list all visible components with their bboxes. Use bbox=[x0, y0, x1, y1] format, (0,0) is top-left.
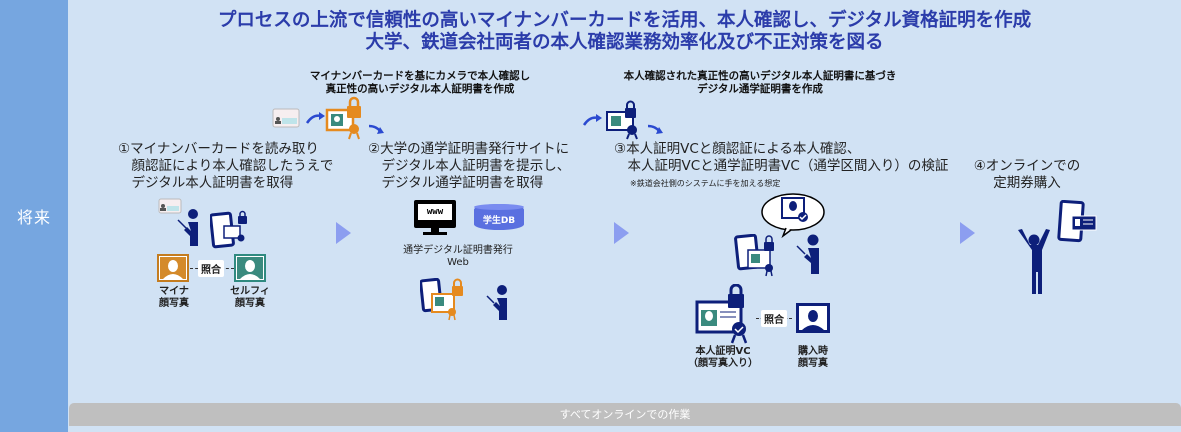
smartphone-orange-certificate-icon bbox=[420, 278, 463, 321]
online-process-bar: すべてオンラインでの作業 bbox=[69, 403, 1181, 426]
match-label: 照合 bbox=[761, 310, 787, 327]
caption-right-line1: 本人確認された真正性の高いデジタル本人証明書に基づき bbox=[623, 70, 897, 82]
db-label: 学生DB bbox=[482, 216, 516, 226]
mynumber-photo-label: マイナ 顔写真 bbox=[154, 286, 194, 310]
step-3-text: ③本人証明VCと顔認証による本人確認、 本人証明VCと通学証明書VC（通学区間入… bbox=[614, 141, 948, 175]
curved-arrow-icon bbox=[368, 124, 384, 134]
step-1-line: デジタル本人証明書を取得 bbox=[118, 175, 294, 191]
celebrating-person-icon bbox=[1018, 229, 1050, 294]
step-2-line: ②大学の通学証明書発行サイトに bbox=[368, 141, 570, 157]
purchase-face-photo-icon bbox=[796, 303, 830, 333]
step-1-text: ①マイナンバーカードを読み取り 顔認証により本人確認したうえで デジタル本人証明… bbox=[118, 141, 333, 192]
mynumber-card-icon bbox=[272, 108, 300, 128]
label-line: 通学デジタル証明書発行 bbox=[403, 245, 513, 256]
person-with-phone-icon bbox=[486, 285, 507, 320]
flow-arrow-icon bbox=[960, 222, 975, 244]
step-4-line: 定期券購入 bbox=[993, 175, 1061, 191]
label-line: 本人証明VC bbox=[695, 346, 751, 357]
person-with-phone-icon bbox=[177, 209, 198, 246]
step-3-note: ※鉄道会社側のシステムに手を加える想定 bbox=[630, 179, 781, 188]
label-line: 購入時 bbox=[798, 346, 828, 357]
match-label: 照合 bbox=[198, 260, 224, 277]
smartphone-certificate-icon bbox=[210, 210, 247, 249]
mynumber-face-photo-icon bbox=[157, 254, 189, 282]
step-2-text: ②大学の通学証明書発行サイトに デジタル本人証明書を提示し、 デジタル通学証明書… bbox=[368, 141, 570, 192]
flow-arrow-icon bbox=[336, 222, 351, 244]
navy-certificate-lock-icon bbox=[606, 100, 638, 140]
step-4-line: ④オンラインでの bbox=[973, 158, 1081, 174]
selfie-photo-label: セルフィ 顔写真 bbox=[228, 286, 272, 310]
label-line: 顔写真 bbox=[798, 358, 828, 369]
mynumber-card-icon bbox=[158, 198, 182, 214]
caption-right: 本人確認された真正性の高いデジタル本人証明書に基づき デジタル通学証明書を作成 bbox=[620, 70, 900, 96]
label-line: （顔写真入り） bbox=[688, 358, 758, 369]
smartphone-navy-certificate-icon bbox=[734, 234, 774, 277]
label-line: 顔写真 bbox=[235, 298, 265, 309]
period-band bbox=[0, 0, 68, 432]
headline-line1: プロセスの上流で信頼性の高いマイナンバーカードを活用、本人確認し、デジタル資格証… bbox=[217, 10, 1032, 31]
curved-arrow-icon bbox=[647, 124, 663, 134]
flow-arrow-icon bbox=[614, 222, 629, 244]
label-line: Web bbox=[447, 257, 469, 268]
identity-vc-certificate-icon bbox=[695, 284, 748, 344]
identity-vc-label: 本人証明VC （顔写真入り） bbox=[685, 346, 761, 370]
step-3-line: 本人証明VCと通学証明書VC（通学区間入り）の検証 bbox=[614, 158, 949, 174]
label-line: セルフィ bbox=[230, 286, 270, 297]
step-1-line: 顔認証により本人確認したうえで bbox=[118, 158, 334, 174]
curved-arrow-icon bbox=[305, 112, 325, 124]
label-line: 顔写真 bbox=[159, 298, 189, 309]
selfie-face-photo-icon bbox=[234, 254, 266, 282]
smartphone-commuter-pass-icon bbox=[1057, 200, 1097, 243]
issuance-site-label: 通学デジタル証明書発行 Web bbox=[398, 245, 518, 269]
step-3-line: ③本人証明VCと顔認証による本人確認、 bbox=[614, 141, 861, 157]
step-2-line: デジタル本人証明書を提示し、 bbox=[368, 158, 571, 174]
orange-certificate-lock-icon bbox=[325, 96, 361, 140]
headline-line2: 大学、鉄道会社両者の本人確認業務効率化及び不正対策を図る bbox=[365, 32, 884, 53]
student-database-icon: 学生DB bbox=[474, 204, 524, 230]
purchase-photo-label: 購入時 顔写真 bbox=[793, 346, 833, 370]
web-monitor-icon: www bbox=[414, 200, 456, 236]
step-2-line: デジタル通学証明書を取得 bbox=[368, 175, 544, 191]
caption-left-line1: マイナンバーカードを基にカメラで本人確認し bbox=[309, 70, 531, 82]
face-verification-speech-bubble-icon bbox=[761, 193, 825, 239]
caption-right-line2: デジタル通学証明書を作成 bbox=[697, 83, 823, 95]
diagram-area bbox=[68, 0, 1181, 432]
step-1-line: ①マイナンバーカードを読み取り bbox=[118, 141, 319, 157]
period-label: 将来 bbox=[16, 208, 51, 227]
www-label: www bbox=[418, 204, 452, 220]
caption-left: マイナンバーカードを基にカメラで本人確認し 真正性の高いデジタル本人証明書を作成 bbox=[300, 70, 540, 96]
label-line: マイナ bbox=[159, 286, 189, 297]
step-4-text: ④オンラインでの 定期券購入 bbox=[972, 158, 1082, 192]
caption-left-line2: 真正性の高いデジタル本人証明書を作成 bbox=[325, 83, 515, 95]
person-with-phone-icon bbox=[796, 234, 819, 274]
curved-arrow-icon bbox=[582, 114, 602, 126]
